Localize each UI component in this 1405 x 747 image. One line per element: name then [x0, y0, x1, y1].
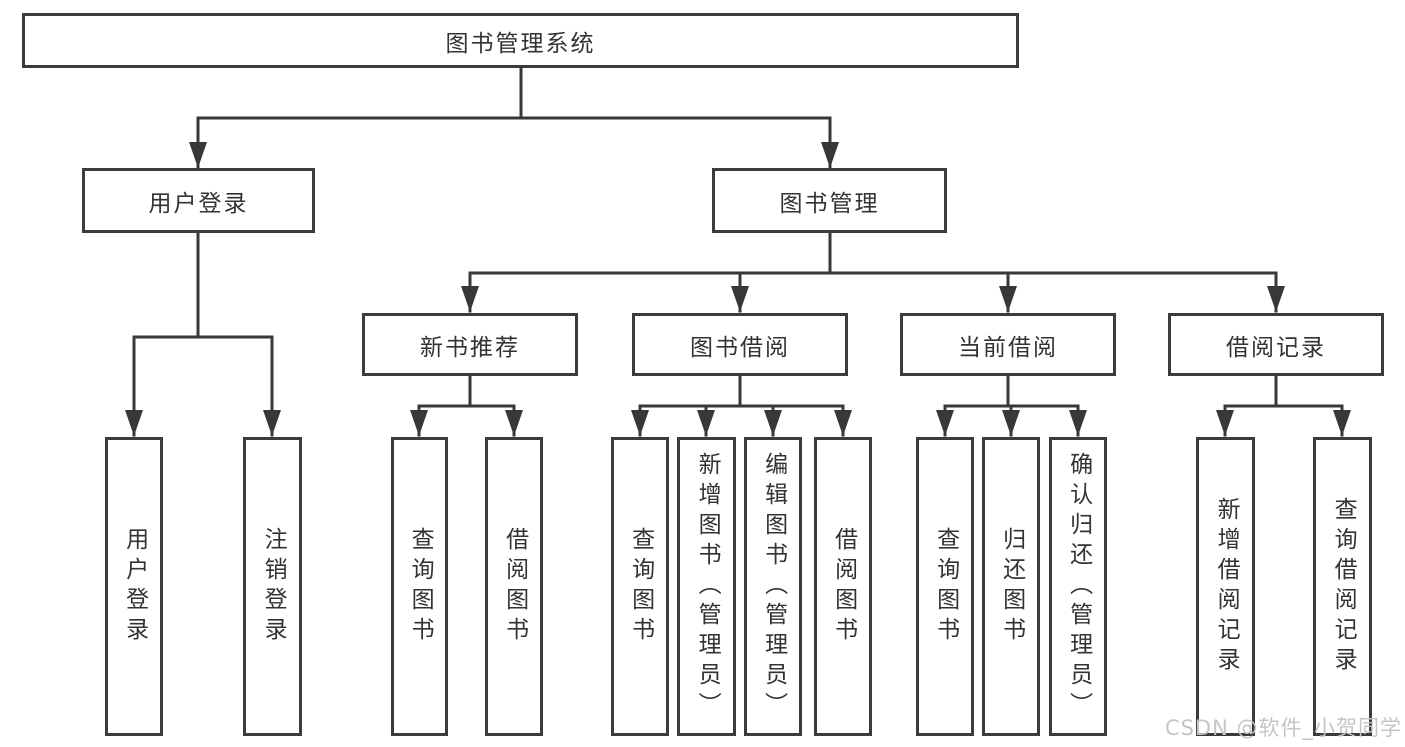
- leaf-borrow-books-1: 借阅图书: [485, 437, 543, 736]
- leaf-add-book-admin-label: 新增图书（管理员）: [694, 451, 721, 722]
- node-new-book-recommend-label: 新书推荐: [420, 334, 520, 361]
- leaf-confirm-return-admin-label: 确认归还（管理员）: [1065, 451, 1092, 722]
- leaf-query-books-2-label: 查询图书: [627, 526, 654, 647]
- connector-group-book-borrow: [638, 372, 845, 408]
- leaf-add-borrow-record-label: 新增借阅记录: [1213, 496, 1240, 677]
- node-new-book-recommend: 新书推荐: [362, 313, 578, 376]
- node-user-login-label: 用户登录: [148, 190, 249, 217]
- csdn-watermark: CSDN @软件_小贺同学: [1164, 716, 1402, 740]
- node-book-borrow-label: 图书借阅: [690, 334, 790, 361]
- leaf-logout-label: 注销登录: [260, 526, 287, 647]
- leaf-borrow-books-2-label: 借阅图书: [830, 526, 857, 647]
- leaf-return-book: 归还图书: [982, 437, 1040, 736]
- leaf-query-books-1: 查询图书: [391, 437, 448, 736]
- leaf-query-books-1-label: 查询图书: [407, 526, 434, 647]
- leaf-edit-book-admin-label: 编辑图书（管理员）: [760, 451, 787, 722]
- leaf-return-book-label: 归还图书: [998, 526, 1025, 647]
- leaf-logout: 注销登录: [243, 437, 302, 736]
- connector-root: [196, 64, 832, 120]
- node-book-borrow: 图书借阅: [632, 313, 848, 376]
- node-borrow-records: 借阅记录: [1168, 313, 1384, 376]
- leaf-query-books-3-label: 查询图书: [932, 526, 959, 647]
- leaf-user-login: 用户登录: [105, 437, 163, 736]
- leaf-query-books-2: 查询图书: [611, 437, 669, 736]
- node-current-borrow: 当前借阅: [900, 313, 1116, 376]
- leaf-edit-book-admin: 编辑图书（管理员）: [744, 437, 802, 736]
- connector-group-borrow-records: [1223, 372, 1344, 408]
- connector-group-current-borrow: [943, 372, 1080, 408]
- node-borrow-records-label: 借阅记录: [1226, 334, 1326, 361]
- leaf-user-login-label: 用户登录: [121, 526, 148, 647]
- node-root-label: 图书管理系统: [445, 30, 596, 57]
- leaf-query-books-3: 查询图书: [916, 437, 974, 736]
- connector-mgmt-branch: [468, 229, 1278, 275]
- node-book-management-label: 图书管理: [779, 190, 880, 217]
- leaf-borrow-books-2: 借阅图书: [814, 437, 872, 736]
- connector-user-branch: [132, 229, 274, 339]
- leaf-add-borrow-record: 新增借阅记录: [1196, 437, 1255, 736]
- leaf-query-borrow-record-label: 查询借阅记录: [1330, 496, 1357, 677]
- node-book-management: 图书管理: [712, 168, 947, 233]
- leaf-query-borrow-record: 查询借阅记录: [1313, 437, 1372, 736]
- connector-group-new-books: [417, 372, 516, 408]
- node-root: 图书管理系统: [22, 13, 1019, 68]
- leaf-confirm-return-admin: 确认归还（管理员）: [1049, 437, 1107, 736]
- leaf-borrow-books-1-label: 借阅图书: [501, 526, 528, 647]
- leaf-add-book-admin: 新增图书（管理员）: [677, 437, 736, 736]
- node-current-borrow-label: 当前借阅: [958, 334, 1058, 361]
- node-user-login: 用户登录: [82, 168, 315, 233]
